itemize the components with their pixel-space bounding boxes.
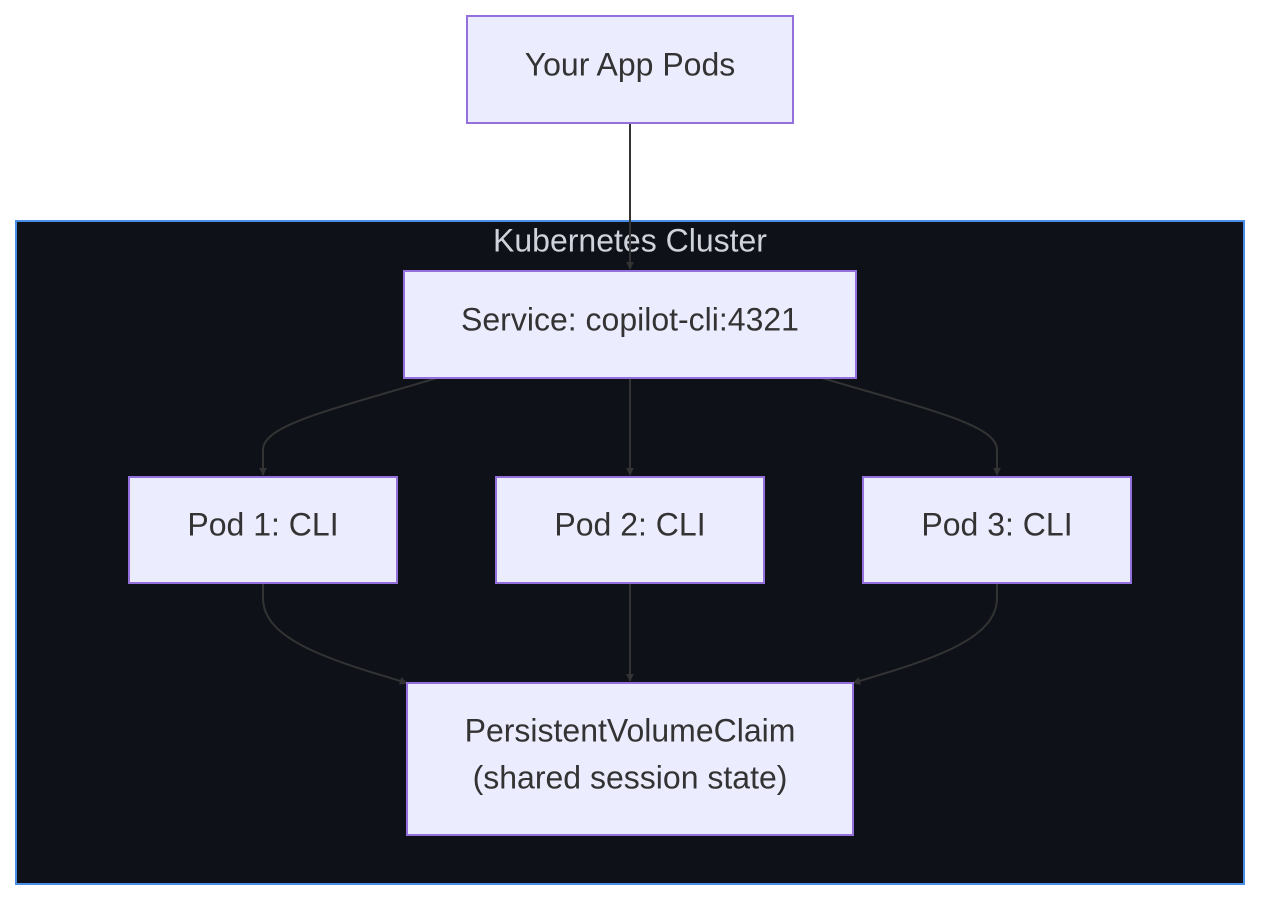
node-pod-2-label: Pod 2: CLI (554, 506, 705, 542)
node-service-label: Service: copilot-cli:4321 (461, 301, 799, 337)
node-pod-3-label: Pod 3: CLI (921, 506, 1072, 542)
edge-service-to-pod1 (259, 377, 438, 476)
node-pod-3-box (862, 476, 1132, 584)
node-pod-1-box (128, 476, 398, 584)
node-pvc-label-line2: (shared session state) (473, 759, 788, 795)
node-pvc: PersistentVolumeClaim (shared session st… (406, 682, 854, 836)
node-service: Service: copilot-cli:4321 (403, 270, 857, 379)
node-app-pods-label: Your App Pods (525, 46, 736, 82)
node-pod-3: Pod 3: CLI (862, 476, 1132, 584)
node-app-pods: Your App Pods (466, 15, 794, 124)
node-pvc-box (406, 682, 854, 836)
edge-pod3-to-pvc (852, 583, 998, 685)
node-pod-1-label: Pod 1: CLI (187, 506, 338, 542)
node-app-pods-box (466, 15, 794, 124)
edge-service-to-pod3 (821, 377, 1001, 476)
node-pod-2: Pod 2: CLI (495, 476, 765, 584)
node-pod-2-box (495, 476, 765, 584)
edge-pod1-to-pvc (262, 583, 408, 685)
edges (259, 123, 1001, 685)
node-service-box (403, 270, 857, 379)
node-pvc-label-line1: PersistentVolumeClaim (465, 712, 796, 748)
node-pod-1: Pod 1: CLI (128, 476, 398, 584)
